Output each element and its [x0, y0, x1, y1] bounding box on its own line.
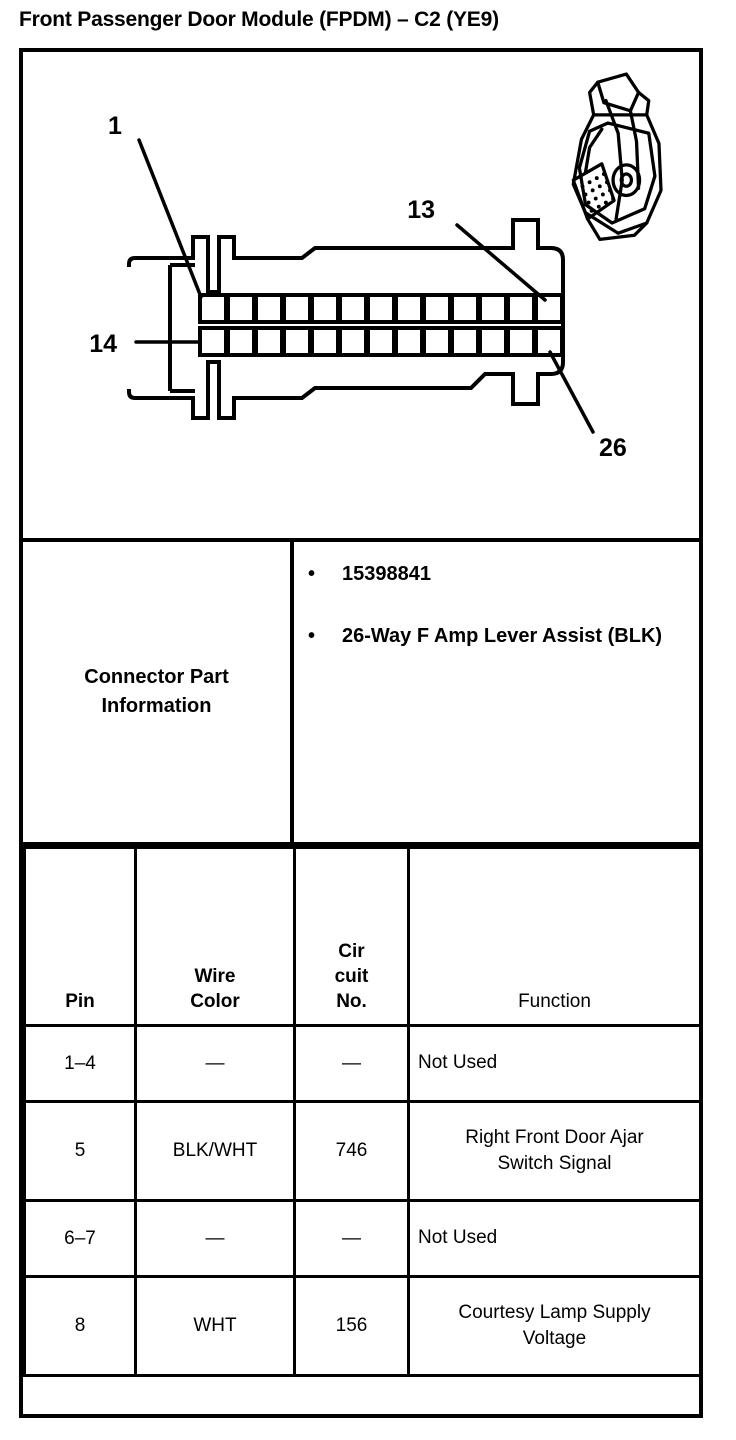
connector-part-information-body: • 15398841 • 26-Way F Amp Lever Assist (BL… [294, 542, 699, 842]
table-header-row: Pin Wire Color Cir cuit No. Function [23, 846, 702, 1027]
leader-line-1 [137, 138, 203, 299]
cell-circuit-no: — [293, 1024, 410, 1103]
header-function: Function [407, 846, 702, 1027]
connector-part-information-label: Connector Part Information [23, 542, 290, 842]
pin-assignment-table: Pin Wire Color Cir cuit No. Function [23, 846, 702, 1377]
cell-pin: 5 [23, 1100, 137, 1202]
cell-circuit-no: — [293, 1199, 410, 1278]
table-row: 5 BLK/WHT 746 Right Front Door Ajar Swit… [23, 1100, 702, 1202]
cell-pin: 8 [23, 1275, 137, 1377]
bullet-glyph: • [308, 563, 316, 585]
header-function-label: Function [518, 990, 591, 1012]
leader-line-26 [548, 350, 595, 434]
table-row: 8 WHT 156 Courtesy Lamp Supply Voltage [23, 1275, 702, 1377]
connector-3d-illustration [571, 72, 663, 241]
header-circuit-line1: Cir [338, 940, 365, 962]
callout-pin-26: 26 [599, 434, 627, 462]
cpi-vertical-divider [290, 542, 294, 842]
cpi-label-line1: Connector Part [84, 666, 229, 688]
bullet-glyph: • [308, 625, 316, 648]
header-pin: Pin [23, 846, 137, 1027]
callout-pin-1: 1 [108, 112, 122, 140]
cell-wire-color: — [134, 1199, 296, 1278]
callout-pin-14: 14 [89, 330, 117, 358]
page-title: Front Passenger Door Module (FPDM) – C2 … [19, 8, 499, 31]
cell-function: Courtesy Lamp Supply Voltage [407, 1275, 702, 1377]
cpi-bullet-part-number: • 15398841 [308, 560, 689, 588]
header-circuit-line2: cuit [334, 965, 369, 987]
header-circuit-no: Cir cuit No. [293, 846, 410, 1027]
header-wire-line1: Wire [194, 965, 236, 987]
cell-function: Right Front Door Ajar Switch Signal [407, 1100, 702, 1202]
cpi-label-line2: Information [101, 695, 212, 717]
cell-function: Not Used [407, 1199, 702, 1278]
leader-line-13 [455, 223, 547, 302]
cpi-description: 26-Way F Amp Lever Assist (BLK) [342, 625, 663, 648]
table-row: 6–7 — — Not Used [23, 1199, 702, 1278]
cell-pin: 1–4 [23, 1024, 137, 1103]
function-line1: Right Front Door Ajar [465, 1126, 644, 1148]
connector-end-view-drawing: 1 14 13 26 [89, 72, 663, 462]
cpi-bullet-description: • 26-Way F Amp Lever Assist (BLK) [308, 622, 689, 650]
cell-wire-color: — [134, 1024, 296, 1103]
connector-diagram-panel: 1 14 13 26 [23, 52, 699, 542]
connector-info-frame: 1 14 13 26 [19, 48, 703, 1418]
function-line2: Switch Signal [497, 1153, 612, 1174]
cell-wire-color: WHT [134, 1275, 296, 1377]
cell-wire-color: BLK/WHT [134, 1100, 296, 1202]
cell-circuit-no: 746 [293, 1100, 410, 1202]
function-line1: Courtesy Lamp Supply [458, 1301, 651, 1323]
header-pin-label: Pin [65, 990, 95, 1012]
cell-circuit-no: 156 [293, 1275, 410, 1377]
cell-pin: 6–7 [23, 1199, 137, 1278]
function-line2: Voltage [522, 1328, 587, 1349]
table-row: 1–4 — — Not Used [23, 1024, 702, 1103]
cpi-table-divider [23, 842, 699, 846]
callout-pin-13: 13 [407, 196, 435, 224]
cell-function: Not Used [407, 1024, 702, 1103]
header-circuit-line3: No. [336, 990, 367, 1012]
diagram-table-divider [23, 538, 699, 542]
header-wire-color: Wire Color [134, 846, 296, 1027]
cpi-part-number: 15398841 [342, 563, 431, 585]
header-wire-line2: Color [190, 990, 240, 1012]
